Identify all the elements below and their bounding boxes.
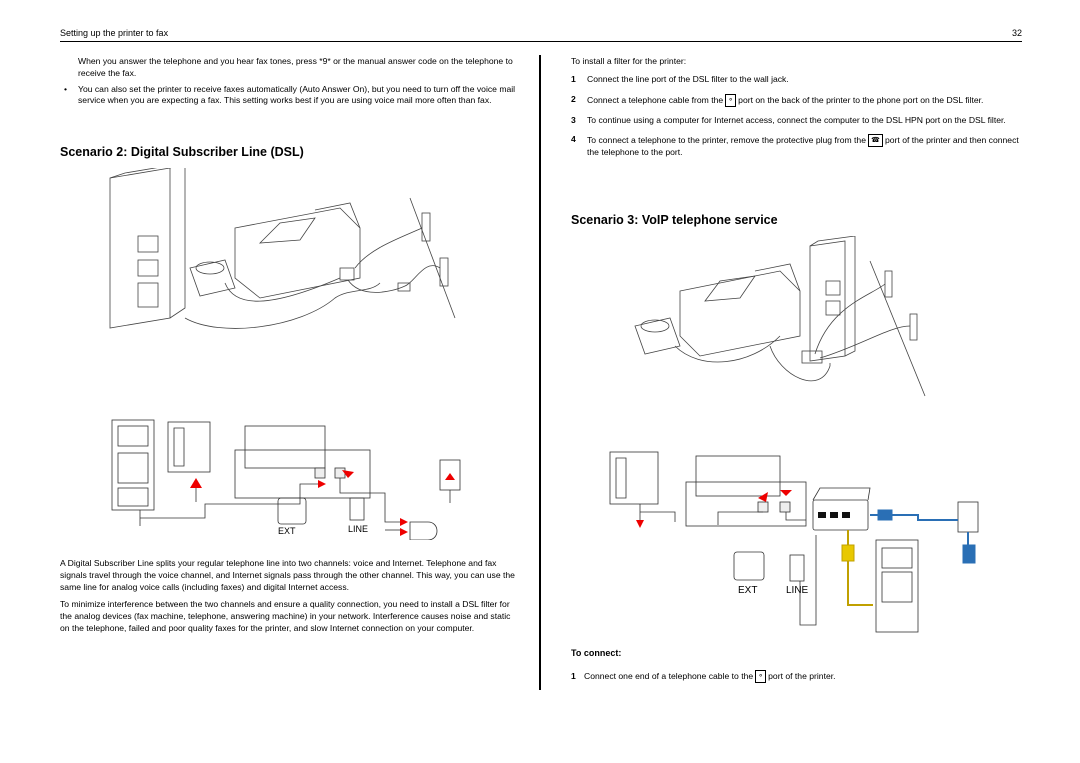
bullet-item: • You can also set the printer to receiv… <box>64 83 522 108</box>
bullet-text: You can also set the printer to receive … <box>78 83 516 106</box>
right-column: To install a filter for the printer: 1 C… <box>571 56 1023 167</box>
voip-setup-illustration <box>634 236 926 397</box>
line-port-icon: ⚬ <box>725 93 737 107</box>
intro-paragraph: When you answer the telephone and you he… <box>78 56 513 78</box>
filter-step-1: 1 Connect the line port of the DSL filte… <box>571 73 789 84</box>
ext-label-voip: EXT <box>738 585 757 596</box>
ext-port-icon: ☎ <box>868 134 883 148</box>
scenario-2-heading: Scenario 2: Digital Subscriber Line (DSL… <box>60 145 304 159</box>
left-column: When you answer the telephone and you he… <box>60 56 522 111</box>
dsl-explanation-paragraph: A Digital Subscriber Line splits your re… <box>60 558 515 592</box>
ext-label: EXT <box>278 526 296 536</box>
scenario-3-heading: Scenario 3: VoIP telephone service <box>571 213 778 227</box>
running-header: Setting up the printer to fax <box>60 28 169 38</box>
to-connect-subheading: To connect: <box>571 648 622 658</box>
dsl-setup-illustration <box>109 168 456 329</box>
line-label-voip: LINE <box>786 585 809 596</box>
page-number: 32 <box>1011 28 1022 38</box>
line-port-icon-2: ⚬ <box>755 670 767 683</box>
filter-step-4: 4 To connect a telephone to the printer,… <box>571 134 1019 158</box>
left-body-lower: A Digital Subscriber Line splits your re… <box>60 558 522 635</box>
bullet-icon: • <box>64 83 68 94</box>
dsl-filter-paragraph: To minimize interference between the two… <box>60 599 511 633</box>
column-divider <box>539 55 541 690</box>
voip-connection-diagram: EXT LINE <box>609 451 979 633</box>
filter-step-2: 2 Connect a telephone cable from the⚬por… <box>571 93 1023 107</box>
filter-step-3: 3 To continue using a computer for Inter… <box>571 114 1006 125</box>
filter-install-intro: To install a filter for the printer: <box>571 56 687 66</box>
line-label: LINE <box>348 524 368 534</box>
header-rule <box>60 41 1022 42</box>
dsl-connection-diagram: EXT LINE <box>111 419 461 540</box>
